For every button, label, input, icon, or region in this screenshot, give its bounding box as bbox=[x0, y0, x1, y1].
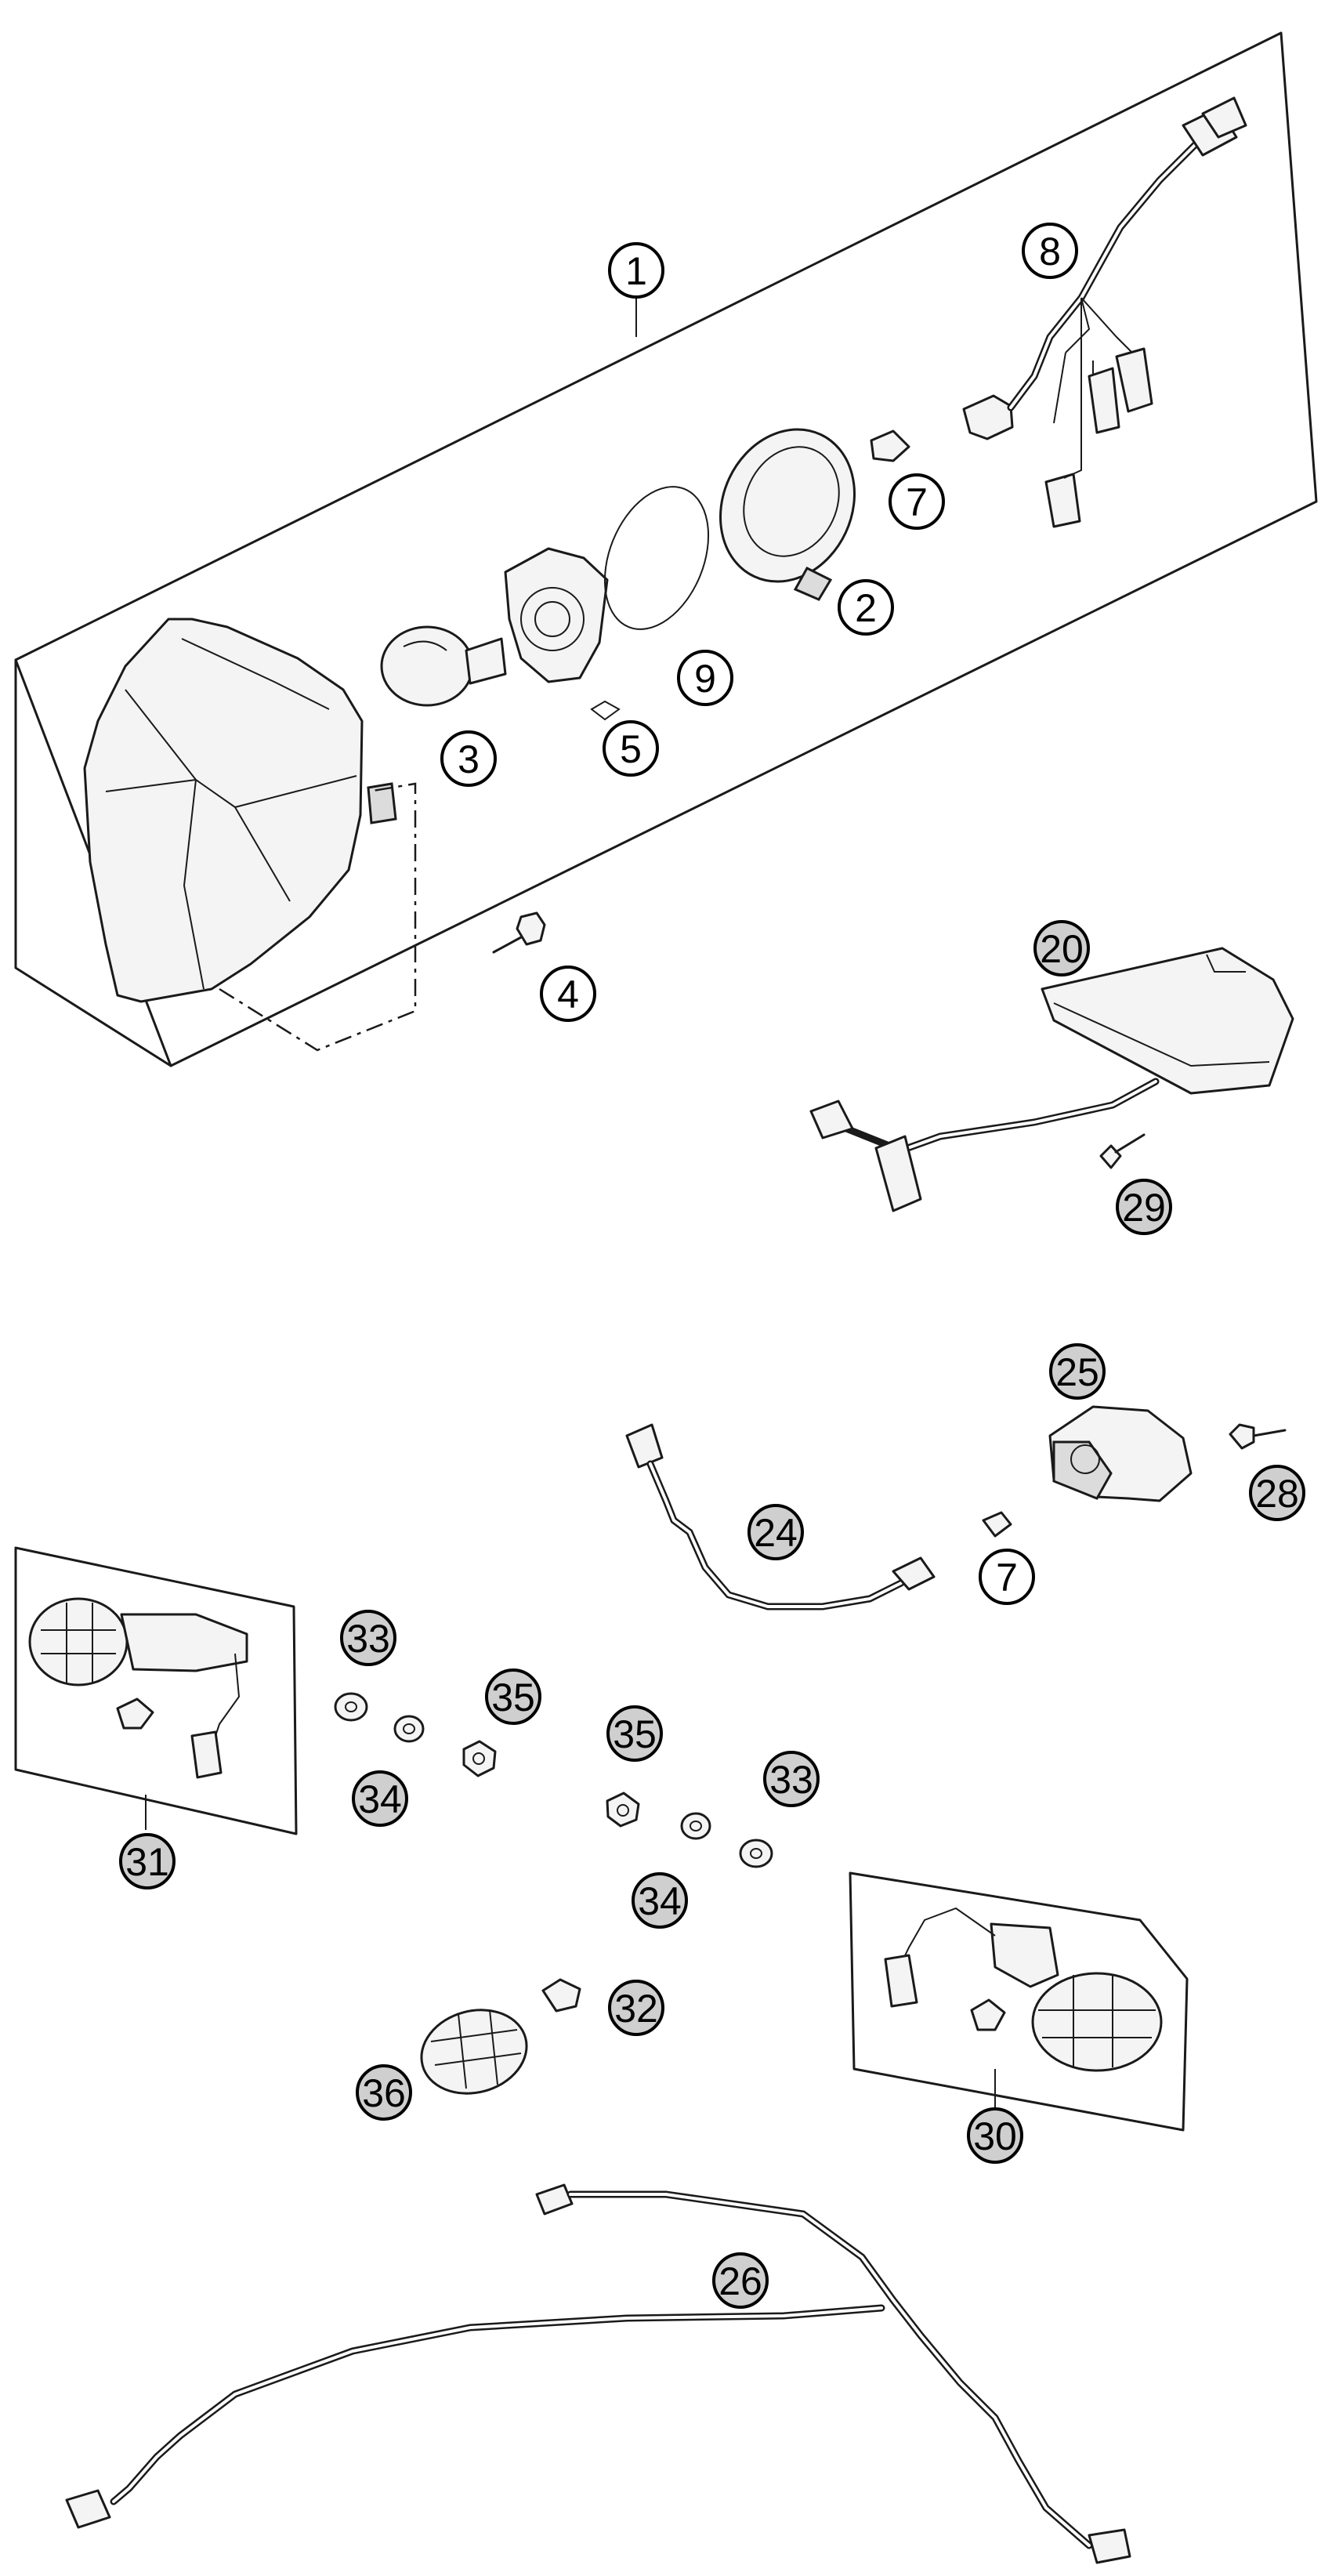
svg-text:36: 36 bbox=[362, 2071, 406, 2115]
svg-text:30: 30 bbox=[973, 2114, 1017, 2158]
license-light-screw bbox=[1229, 1423, 1287, 1450]
svg-text:25: 25 bbox=[1055, 1350, 1099, 1394]
callout-36: 36 bbox=[356, 2064, 412, 2121]
callout-9: 9 bbox=[677, 650, 733, 706]
svg-text:5: 5 bbox=[620, 727, 642, 771]
headlight-lens bbox=[603, 486, 710, 630]
left-indicator-group bbox=[14, 1546, 298, 1835]
svg-text:7: 7 bbox=[996, 1556, 1018, 1600]
svg-text:28: 28 bbox=[1255, 1472, 1299, 1516]
callout-35-right: 35 bbox=[606, 1705, 663, 1762]
callout-25: 25 bbox=[1049, 1343, 1106, 1400]
callout-1: 1 bbox=[608, 242, 664, 299]
callout-34-left: 34 bbox=[352, 1770, 408, 1827]
headlight-assembly-group bbox=[14, 31, 1318, 1067]
callout-33-right: 33 bbox=[763, 1751, 820, 1807]
svg-text:33: 33 bbox=[346, 1617, 390, 1661]
license-light-group bbox=[625, 1405, 1287, 1610]
callout-28: 28 bbox=[1249, 1465, 1305, 1521]
washer-33-right bbox=[739, 1839, 773, 1868]
headlight-mask bbox=[83, 618, 397, 1003]
svg-text:33: 33 bbox=[769, 1758, 813, 1802]
indicator-bulb bbox=[541, 1978, 581, 2013]
svg-text:3: 3 bbox=[458, 737, 480, 781]
callout-30: 30 bbox=[967, 2107, 1023, 2164]
callout-33-left: 33 bbox=[340, 1610, 396, 1666]
assembly-31-frame bbox=[14, 1546, 298, 1835]
nut-35-right bbox=[606, 1792, 640, 1828]
svg-text:32: 32 bbox=[614, 1987, 658, 2031]
callout-7-top: 7 bbox=[889, 473, 945, 530]
svg-text:9: 9 bbox=[694, 657, 716, 701]
assembly-30-frame bbox=[849, 1871, 1189, 2132]
callout-29: 29 bbox=[1116, 1179, 1172, 1235]
washer-33-left bbox=[334, 1692, 368, 1722]
svg-text:31: 31 bbox=[125, 1840, 169, 1884]
main-harness bbox=[65, 2183, 1131, 2564]
svg-text:35: 35 bbox=[613, 1712, 657, 1756]
callout-3: 3 bbox=[440, 730, 497, 787]
washer-34-left bbox=[393, 1715, 425, 1743]
reflector-ring bbox=[719, 428, 856, 601]
right-indicator-group bbox=[849, 1871, 1189, 2132]
svg-text:8: 8 bbox=[1039, 230, 1061, 274]
svg-text:26: 26 bbox=[718, 2259, 762, 2303]
svg-text:35: 35 bbox=[491, 1676, 535, 1719]
callout-20: 20 bbox=[1033, 920, 1090, 976]
bulb-socket-ring bbox=[504, 547, 609, 683]
spring-clip bbox=[590, 700, 621, 721]
tail-light-group bbox=[809, 947, 1294, 1212]
svg-text:1: 1 bbox=[625, 249, 647, 293]
tail-light-body bbox=[1041, 947, 1294, 1095]
license-light-bulb bbox=[982, 1511, 1012, 1538]
headlight-bulb bbox=[380, 625, 507, 707]
svg-text:2: 2 bbox=[855, 586, 877, 630]
parking-bulb bbox=[870, 429, 910, 462]
headlight-harness bbox=[962, 96, 1247, 528]
callout-24: 24 bbox=[747, 1504, 804, 1560]
callout-5: 5 bbox=[603, 720, 659, 777]
callout-32: 32 bbox=[608, 1980, 664, 2036]
svg-text:24: 24 bbox=[754, 1511, 798, 1555]
callout-34-right: 34 bbox=[632, 1872, 688, 1929]
washer-34-right bbox=[680, 1812, 711, 1840]
callout-26: 26 bbox=[712, 2252, 769, 2309]
callout-4: 4 bbox=[540, 966, 596, 1022]
svg-text:4: 4 bbox=[557, 973, 579, 1016]
svg-text:34: 34 bbox=[638, 1879, 682, 1923]
svg-text:29: 29 bbox=[1122, 1186, 1166, 1230]
callout-8: 8 bbox=[1022, 223, 1078, 279]
tail-light-screw bbox=[1099, 1133, 1146, 1169]
svg-text:20: 20 bbox=[1040, 927, 1084, 971]
callout-7-lower: 7 bbox=[979, 1549, 1035, 1605]
nut-35-left bbox=[462, 1740, 497, 1777]
right-indicator-lens bbox=[1031, 1972, 1163, 2072]
callout-35-left: 35 bbox=[485, 1668, 541, 1725]
svg-text:7: 7 bbox=[906, 480, 928, 524]
callout-31: 31 bbox=[119, 1833, 176, 1889]
left-indicator-lens bbox=[28, 1597, 128, 1687]
indicator-lens bbox=[420, 2009, 528, 2095]
mount-leader-dash bbox=[219, 782, 417, 1052]
svg-text:34: 34 bbox=[358, 1777, 402, 1821]
callout-2: 2 bbox=[838, 579, 894, 636]
mount-screw bbox=[492, 911, 546, 954]
